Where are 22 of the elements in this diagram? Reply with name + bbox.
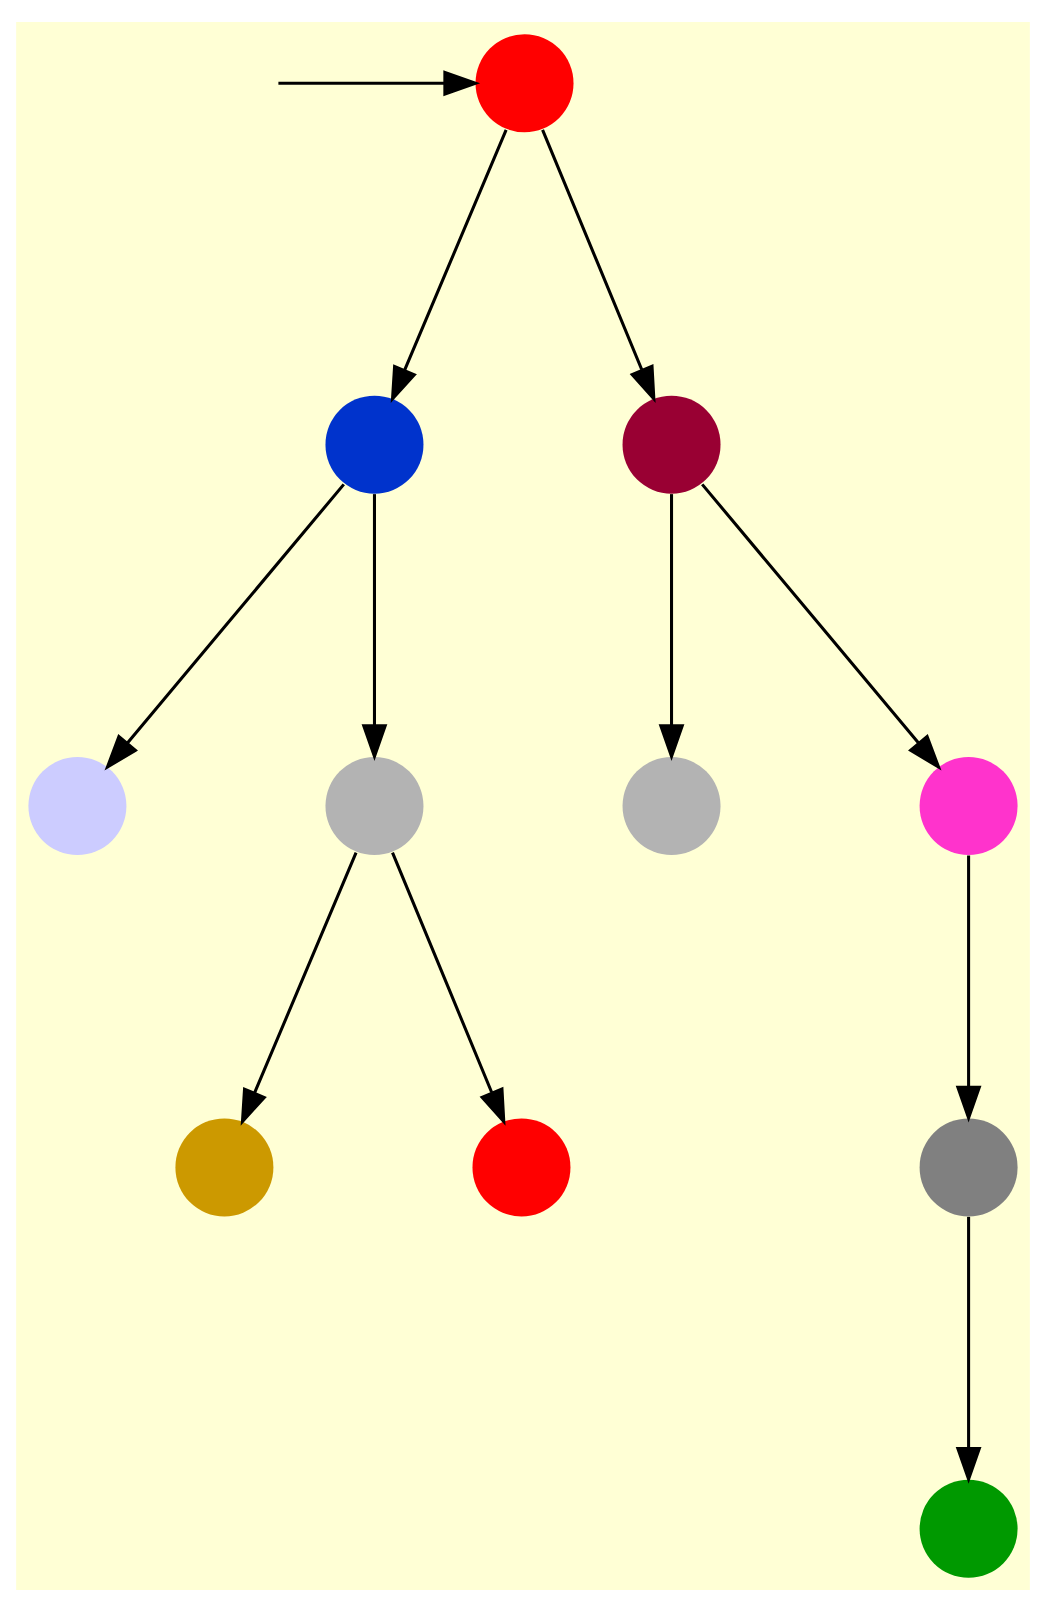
arrow bbox=[701, 482, 942, 770]
arrow bbox=[104, 482, 345, 770]
node-circle bbox=[919, 756, 1018, 854]
arrow bbox=[390, 128, 508, 402]
arrow bbox=[658, 493, 685, 761]
arrow bbox=[541, 128, 656, 403]
node-circle bbox=[919, 1117, 1018, 1216]
arrow bbox=[278, 69, 481, 96]
node-circle bbox=[475, 33, 574, 132]
arrow bbox=[955, 854, 982, 1122]
node-circle bbox=[28, 756, 127, 854]
node-circle bbox=[472, 1117, 571, 1216]
node-circle bbox=[175, 1117, 274, 1216]
arrow bbox=[240, 851, 358, 1125]
node-circle bbox=[325, 756, 424, 854]
arrow bbox=[361, 493, 388, 761]
node-circle bbox=[622, 756, 721, 854]
node-circle bbox=[919, 1478, 1018, 1577]
arrow bbox=[391, 851, 506, 1125]
arrow bbox=[955, 1215, 982, 1483]
node-circle bbox=[325, 394, 424, 493]
node-circle bbox=[622, 394, 721, 493]
